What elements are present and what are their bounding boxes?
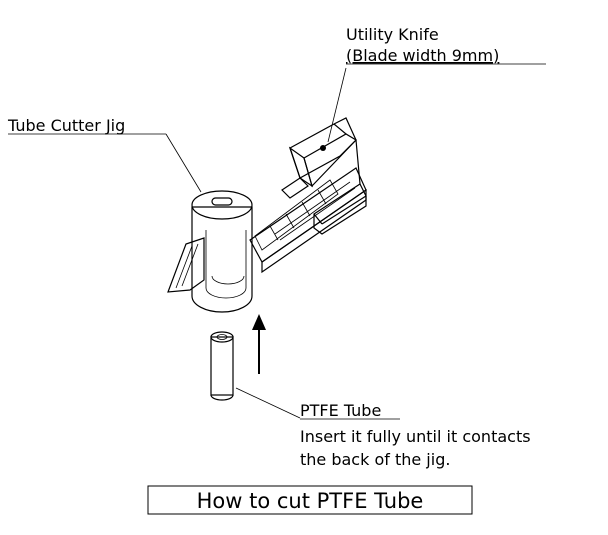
jig-label: Tube Cutter Jig — [7, 116, 125, 135]
tube-label: PTFE Tube — [300, 401, 381, 420]
insert-arrow — [252, 314, 266, 374]
knife-leader — [327, 67, 347, 143]
tube-cutter-jig — [191, 190, 253, 313]
ptfe-tube — [210, 331, 234, 401]
knife-blade — [167, 237, 205, 293]
title-box — [147, 485, 473, 515]
jig-leader — [165, 133, 202, 193]
knife-spec-label: (Blade width 9mm) — [346, 46, 499, 65]
knife-label: Utility Knife — [346, 25, 439, 44]
diagram-title: How to cut PTFE Tube — [197, 489, 424, 513]
utility-knife — [249, 117, 367, 274]
tube-note-line1: Insert it fully until it contacts — [300, 427, 531, 446]
tube-note-line2: the back of the jig. — [300, 450, 450, 469]
tube-leader — [235, 387, 301, 419]
